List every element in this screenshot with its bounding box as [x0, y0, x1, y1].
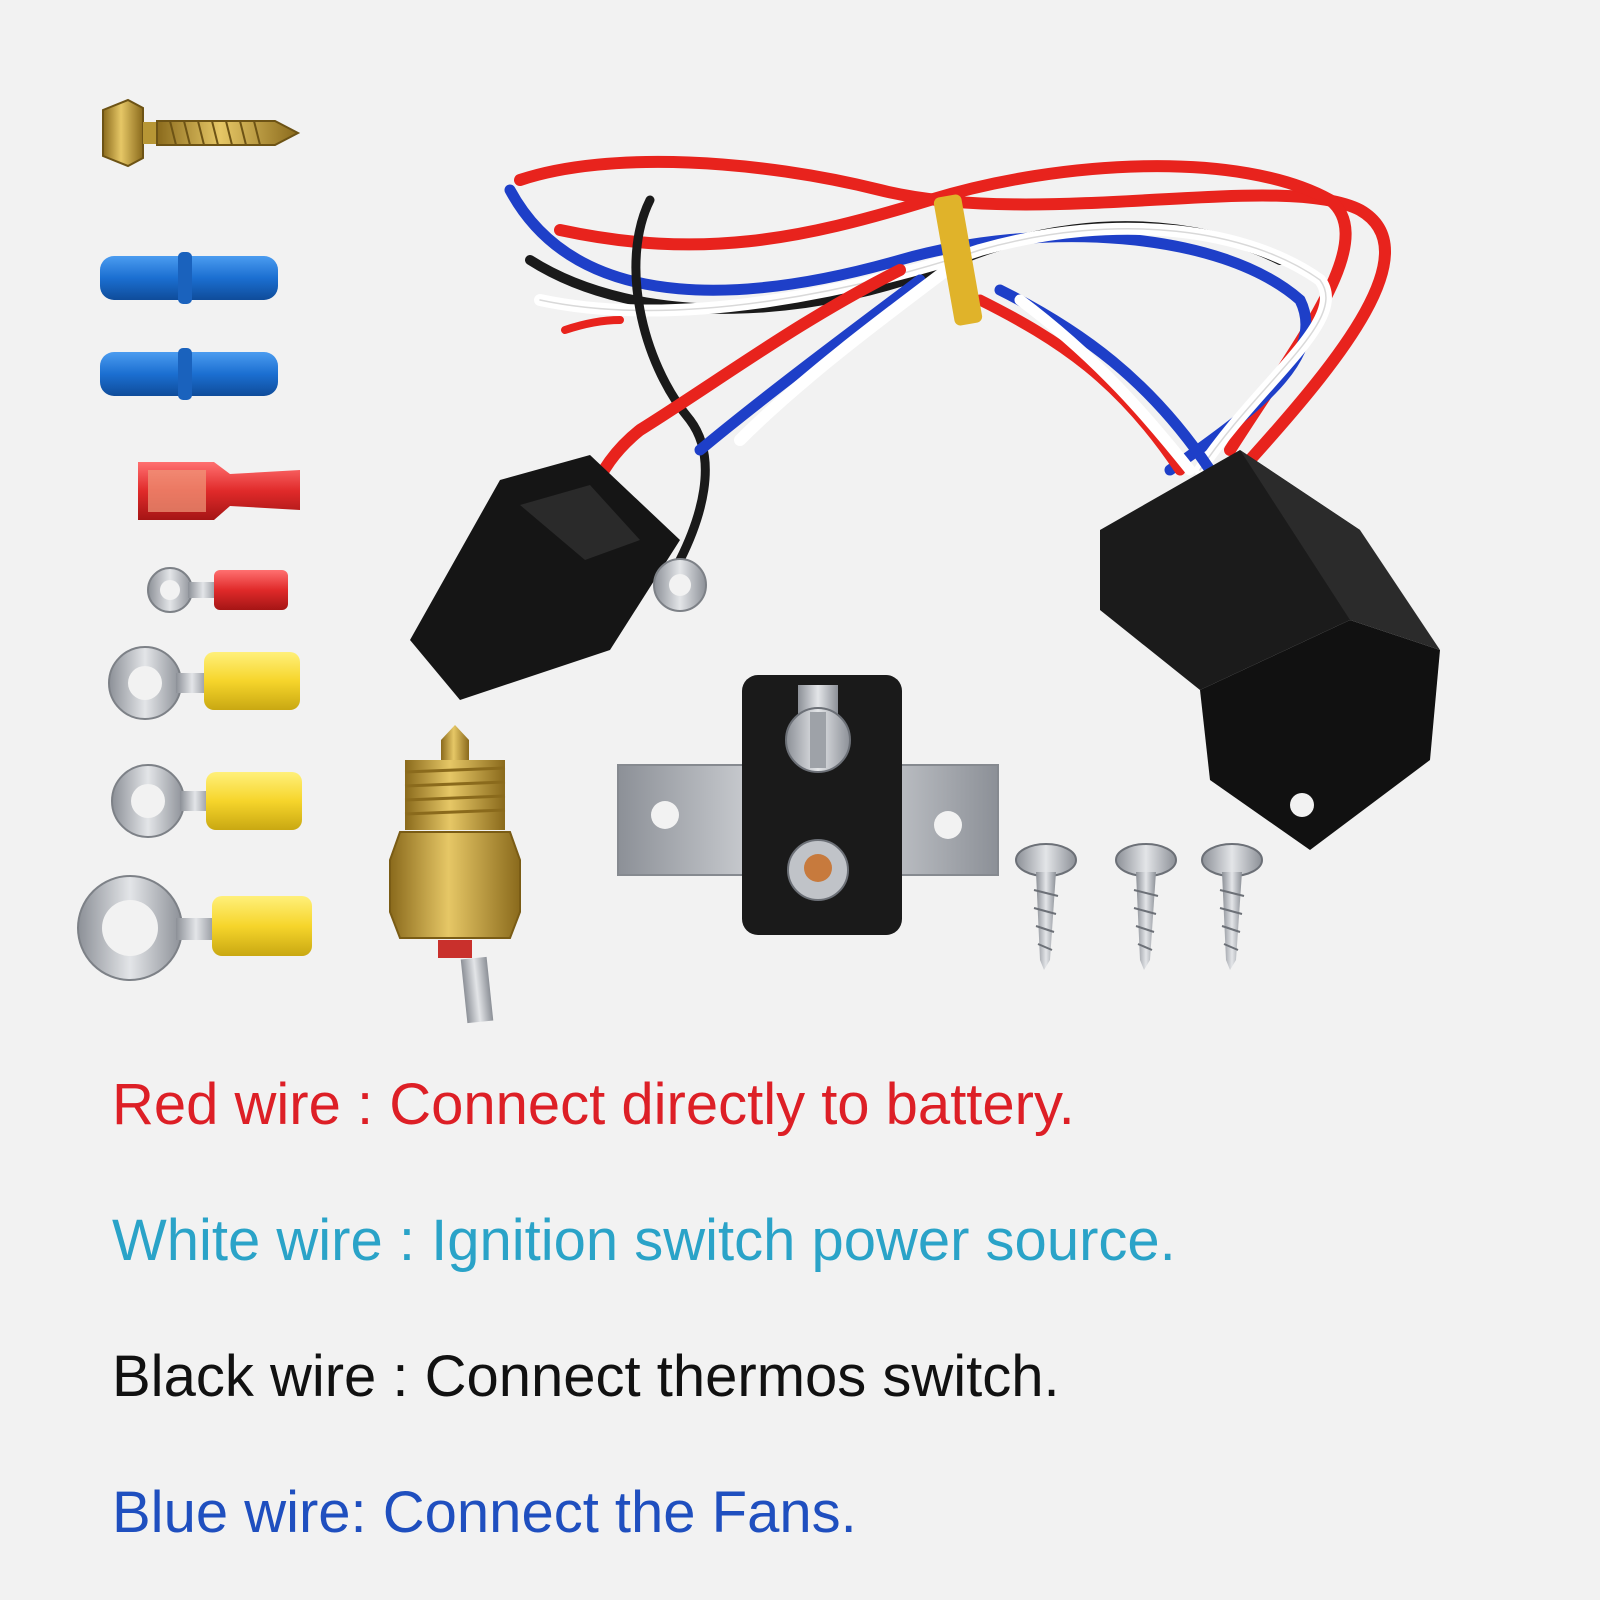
caption-black-wire: Black wire : Connect thermos switch.	[112, 1342, 1060, 1412]
yellow-ring-terminal-icon	[108, 646, 300, 720]
circuit-breaker-icon	[617, 675, 999, 935]
fan-connector-icon	[410, 455, 707, 700]
caption-label: Black wire :	[112, 1344, 409, 1409]
caption-label: White wire :	[112, 1208, 415, 1273]
product-photo	[77, 98, 1440, 1024]
caption-text: Ignition switch power source.	[431, 1208, 1176, 1273]
caption-red-wire: Red wire : Connect directly to battery.	[112, 1070, 1075, 1140]
mounting-screw-icon	[1015, 843, 1077, 970]
caption-label: Blue wire:	[112, 1480, 367, 1545]
red-ring-terminal-icon	[147, 567, 288, 613]
yellow-ring-terminal-icon	[111, 764, 302, 838]
red-spade-terminal-icon	[138, 462, 300, 520]
blue-butt-connector-icon	[100, 252, 278, 304]
mounting-screw-icon	[1201, 843, 1263, 970]
caption-text: Connect directly to battery.	[389, 1072, 1075, 1137]
thermostat-switch-icon	[389, 725, 521, 1024]
self-tapping-screw-icon	[102, 98, 301, 168]
caption-text: Connect thermos switch.	[424, 1344, 1060, 1409]
caption-blue-wire: Blue wire: Connect the Fans.	[112, 1478, 857, 1548]
blue-butt-connector-icon	[100, 348, 278, 400]
relay-icon	[1100, 450, 1440, 850]
caption-label: Red wire :	[112, 1072, 374, 1137]
caption-text: Connect the Fans.	[382, 1480, 857, 1545]
caption-white-wire: White wire : Ignition switch power sourc…	[112, 1206, 1176, 1276]
mounting-screw-icon	[1115, 843, 1177, 970]
yellow-ring-terminal-icon	[77, 875, 312, 981]
